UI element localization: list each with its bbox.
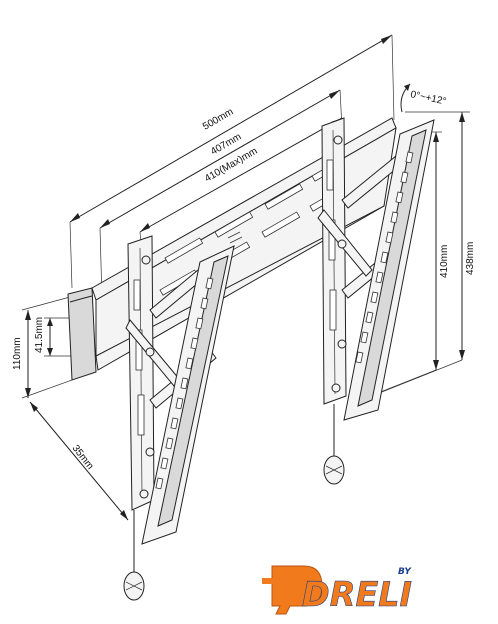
dim-438mm: 438mm	[465, 242, 476, 275]
dim-110mm: 110mm	[12, 337, 23, 370]
right-rail-holes	[355, 151, 414, 364]
right-bracket	[317, 117, 435, 485]
drill-icon	[271, 565, 323, 615]
left-rail-holes	[155, 277, 214, 490]
tilt-arc	[400, 83, 411, 113]
dim-41-5mm: 41.5mm	[34, 317, 45, 353]
logo-by: BY	[398, 567, 412, 577]
logo-text: DRELI	[302, 575, 412, 615]
dim-35mm: 35mm	[70, 443, 96, 472]
dim-410mm: 410mm	[439, 245, 450, 278]
dim-tilt: 0°~+12°	[409, 89, 447, 107]
dimension-lines-right	[359, 111, 470, 401]
dimension-lines-left	[21, 296, 129, 521]
left-bracket	[123, 235, 235, 601]
dreli-logo: DRELI BY	[262, 565, 412, 615]
